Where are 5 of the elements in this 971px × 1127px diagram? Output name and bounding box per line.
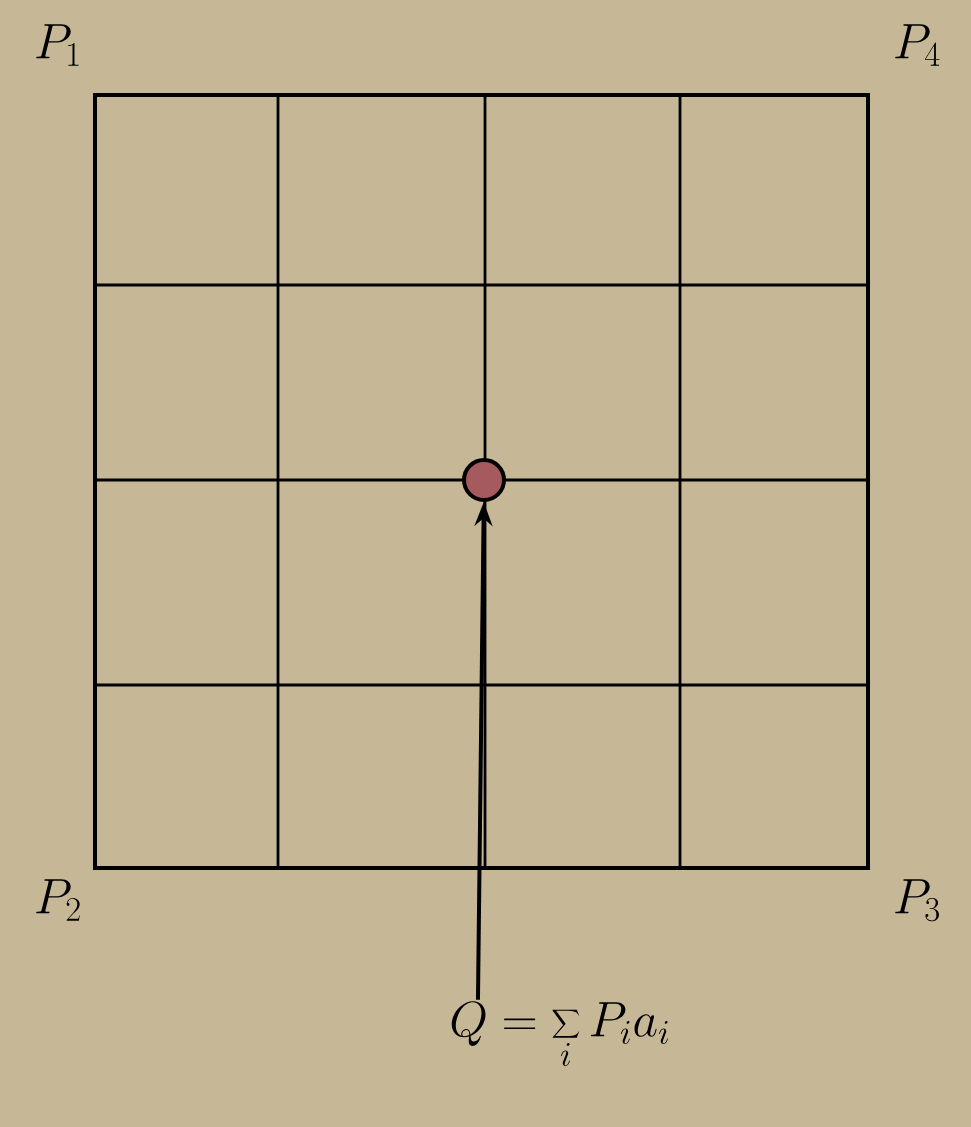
- formula: $Q = \sum_i P_i a_i$: [451, 1001, 668, 1067]
- corner-label: $P_1$: [36, 24, 79, 66]
- corner-label: $P_4$: [895, 24, 940, 66]
- corner-label: $P_2$: [36, 879, 80, 921]
- corner-label: $P_3$: [895, 879, 939, 922]
